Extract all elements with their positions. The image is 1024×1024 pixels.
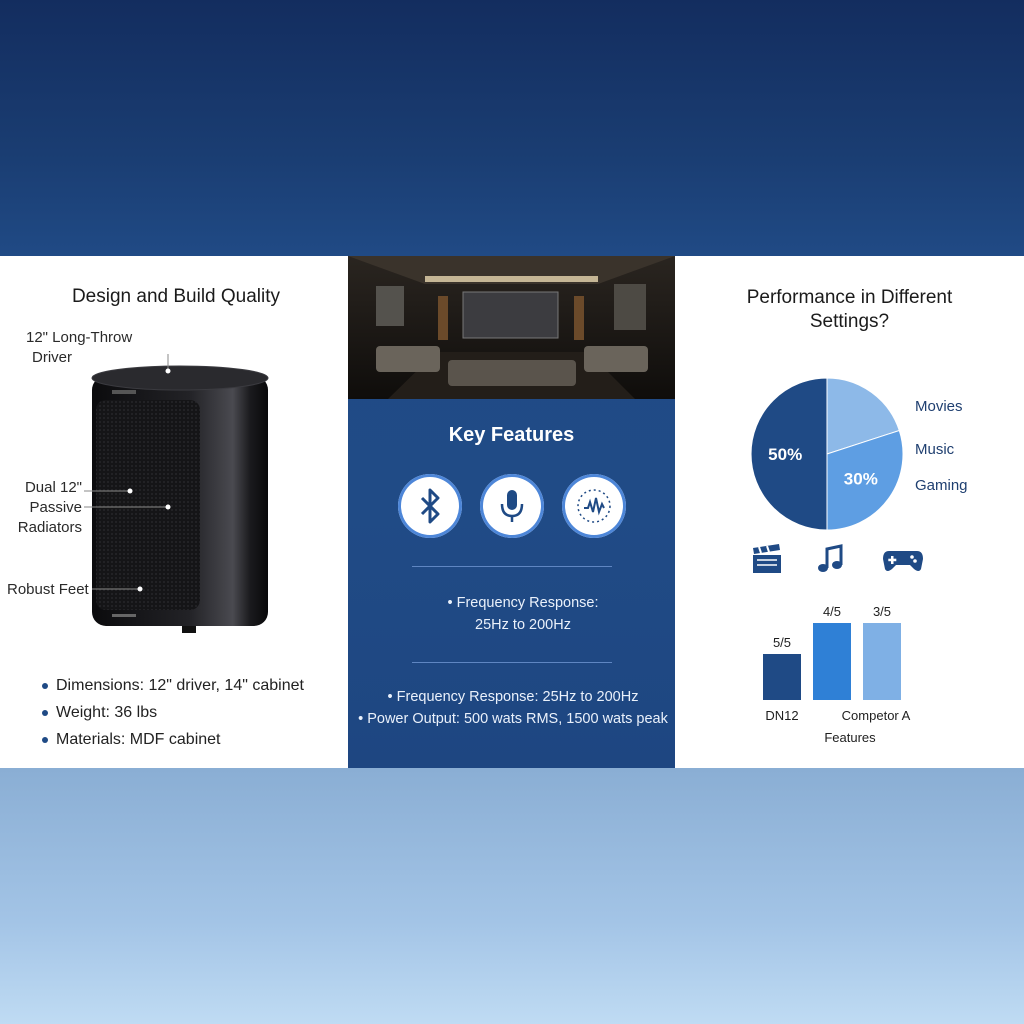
primary-feature: • Frequency Response: 25Hz to 200Hz (428, 592, 618, 636)
music-note-icon (818, 544, 843, 572)
wall-art (614, 284, 646, 330)
radiator-callout-line1: Dual 12" (24, 479, 82, 496)
radiator-callout-line2: Passive (29, 499, 82, 516)
subwoofer-image (91, 365, 269, 633)
features-panel: Key Features (348, 256, 675, 768)
performance-title-line2: Settings? (809, 311, 890, 332)
secondary-feature-item: • Frequency Response: 25Hz to 200Hz (387, 689, 639, 705)
sound-wave-icon (562, 474, 626, 538)
infographic-strip: Design and Build Quality 12" Long-Throw … (0, 256, 1024, 768)
right-speaker (574, 296, 584, 340)
features-title: Key Features (448, 424, 575, 446)
performance-panel: Performance in Different Settings? 50% 30… (675, 256, 1024, 768)
spec-item: Materials: MDF cabinet (40, 726, 304, 753)
left-speaker (438, 296, 448, 340)
clapperboard-icon (753, 544, 781, 573)
ceiling-light (425, 276, 598, 282)
pie-slice (826, 377, 900, 455)
top-badge (112, 390, 136, 394)
secondary-feature-item: • Power Output: 500 wats RMS, 1500 wats … (358, 711, 668, 727)
radiator-callout: Dual 12" Passive Radiators (16, 478, 82, 538)
sofa-right (584, 346, 648, 372)
feature-icon-row (398, 474, 628, 542)
top-background (0, 0, 1024, 256)
bottom-background (0, 768, 1024, 1024)
legend-music: Music (915, 441, 955, 458)
bar-x-axis-label: Features (824, 730, 876, 745)
bar (863, 623, 901, 700)
bar-data-label: 5/5 (773, 635, 791, 650)
cabinet-top (91, 365, 269, 391)
pie-slice-label: 50% (768, 445, 802, 464)
primary-feature-line1: • Frequency Response: (447, 595, 599, 611)
usage-pie-chart: 50% 30% (750, 377, 904, 531)
bottom-badge (112, 614, 136, 617)
screen (462, 291, 559, 339)
legend-gaming: Gaming (915, 477, 968, 494)
legend-movies: Movies (915, 398, 963, 415)
bar-category-label: Competor A (842, 708, 911, 723)
spec-item: Dimensions: 12" driver, 14" cabinet (40, 672, 304, 699)
sofa-center (448, 360, 576, 386)
driver-callout-line2: Driver (32, 349, 72, 366)
pie-slice (750, 377, 828, 531)
driver-callout: 12" Long-Throw Driver (26, 328, 132, 368)
grille (96, 400, 200, 610)
design-title: Design and Build Quality (71, 286, 281, 307)
secondary-features: • Frequency Response: 25Hz to 200Hz • Po… (358, 686, 668, 730)
pie-slice-label: 30% (844, 470, 878, 489)
driver-callout-line1: 12" Long-Throw (26, 329, 133, 346)
feet-callout: Robust Feet (7, 581, 89, 598)
sofa-left (376, 346, 440, 372)
divider-top (412, 566, 612, 567)
foot (182, 626, 196, 633)
bar-data-label: 4/5 (823, 604, 841, 619)
bar-data-label: 3/5 (873, 604, 891, 619)
pie-slice (826, 429, 904, 531)
divider-bottom (412, 662, 612, 663)
window (376, 286, 404, 326)
bar-category-label: DN12 (765, 708, 798, 723)
bluetooth-icon (398, 474, 462, 538)
gamepad-icon (883, 551, 923, 571)
bar (763, 654, 801, 700)
microphone-icon (480, 474, 544, 538)
performance-title-line1: Performance in Different (746, 287, 953, 308)
home-theater-image (348, 256, 675, 399)
design-panel: Design and Build Quality 12" Long-Throw … (0, 256, 348, 768)
primary-feature-line2: 25Hz to 200Hz (475, 617, 571, 633)
spec-list: Dimensions: 12" driver, 14" cabinet Weig… (40, 672, 304, 753)
performance-title: Performance in Different Settings? (675, 286, 1024, 334)
spec-item: Weight: 36 lbs (40, 699, 304, 726)
radiator-callout-line3: Radiators (17, 519, 82, 536)
bar (813, 623, 851, 700)
